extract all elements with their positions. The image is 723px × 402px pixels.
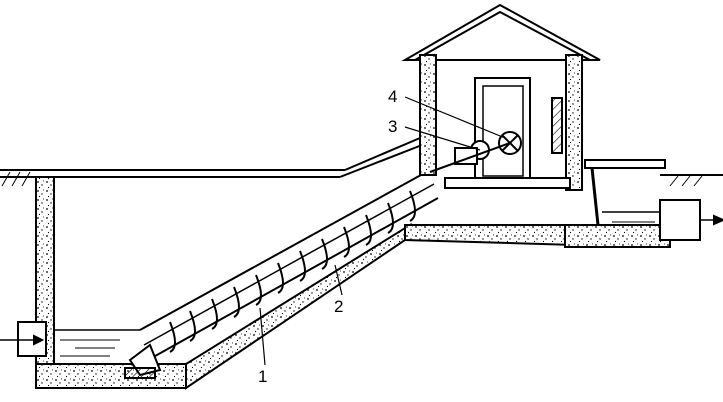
callout-4: 4 (388, 87, 397, 106)
pump-house-foundation (404, 224, 671, 248)
pump-house (401, 3, 601, 191)
inlet-pipe (0, 321, 47, 357)
intake-pit (35, 176, 412, 390)
callout-2: 2 (334, 297, 343, 316)
ground-surface (0, 137, 723, 187)
callout-3: 3 (388, 117, 397, 136)
callout-1: 1 (258, 367, 267, 386)
screw-pump-1 (124, 169, 439, 379)
outlet-channel (584, 159, 723, 241)
leader-lines (259, 96, 506, 366)
